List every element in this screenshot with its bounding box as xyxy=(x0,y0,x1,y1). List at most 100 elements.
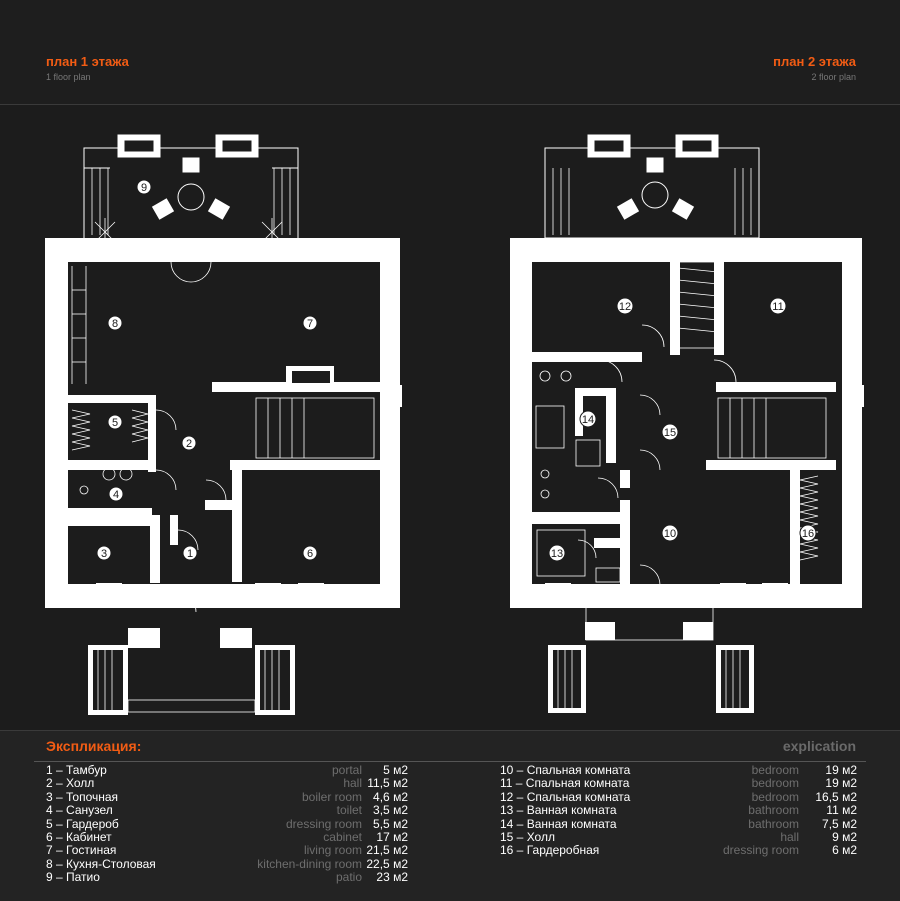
floor-1-walls xyxy=(45,238,400,715)
room-area: 7,5 м2 xyxy=(822,816,857,831)
room-name: 7 – Гостиная xyxy=(46,843,117,858)
room-name-en: portal xyxy=(331,763,362,777)
room-name-en: cabinet xyxy=(323,829,362,844)
room-name-en: kitchen-dining room xyxy=(257,856,362,871)
explication-row: 1 – Тамбур portal 5 м2 xyxy=(46,763,408,777)
room-name: 10 – Спальная комната xyxy=(500,763,631,777)
explication-row: 7 – Гостиная living room 21,5 м2 xyxy=(46,843,408,858)
floor-1-room-labels xyxy=(96,179,318,561)
room-area: 19 м2 xyxy=(825,763,857,777)
room-area: 11 м2 xyxy=(826,803,857,818)
room-name-en: bedroom xyxy=(751,776,799,791)
room-name-en: hall xyxy=(780,829,799,844)
room-name-en: bathroom xyxy=(748,803,799,818)
explication-row: 6 – Кабинет cabinet 17 м2 xyxy=(46,829,408,844)
explication-row: 2 – Холл hall 11,5 м2 xyxy=(46,776,408,791)
room-name: 13 – Ванная комната xyxy=(500,803,617,818)
room-label: 9 xyxy=(141,182,147,194)
room-name: 2 – Холл xyxy=(46,776,95,791)
header-band xyxy=(0,0,900,105)
room-name-en: hall xyxy=(343,776,362,791)
explication-row: 12 – Спальная комната bedroom 16,5 м2 xyxy=(500,789,857,804)
room-name-en: patio xyxy=(335,870,362,885)
room-label: 7 xyxy=(307,318,313,330)
room-label: 15 xyxy=(664,427,676,439)
room-label: 1 xyxy=(187,548,193,560)
room-label: 6 xyxy=(307,548,313,560)
room-name: 4 – Санузел xyxy=(46,803,113,818)
room-label: 11 xyxy=(772,301,783,313)
room-name-en: boiler room xyxy=(301,789,362,804)
room-name-en: dressing room xyxy=(722,843,799,858)
room-label: 5 xyxy=(112,417,118,429)
explication-row: 3 – Топочная boiler room 4,6 м2 xyxy=(46,789,408,804)
room-name: 6 – Кабинет xyxy=(46,829,112,844)
room-label: 4 xyxy=(113,489,119,501)
explication-title: Экспликация: xyxy=(46,738,142,754)
room-area: 21,5 м2 xyxy=(366,843,408,858)
room-label: 3 xyxy=(101,548,107,560)
room-name: 3 – Топочная xyxy=(46,789,119,804)
room-area: 17 м2 xyxy=(376,829,408,844)
explication-row: 5 – Гардероб dressing room 5,5 м2 xyxy=(46,816,408,831)
explication-title-en: explication xyxy=(782,738,856,754)
explication-row: 15 – Холл hall 9 м2 xyxy=(500,829,857,844)
room-name-en: bathroom xyxy=(748,816,799,831)
room-area: 11,5 м2 xyxy=(367,776,408,791)
room-area: 5 м2 xyxy=(383,763,408,777)
room-name-en: dressing room xyxy=(285,816,362,831)
room-area: 22,5 м2 xyxy=(366,856,408,871)
explication-row: 10 – Спальная комната bedroom 19 м2 xyxy=(500,763,857,777)
floor-plan-2 xyxy=(544,134,760,239)
explication-row: 4 – Санузел toilet 3,5 м2 xyxy=(46,803,408,818)
room-name-en: bedroom xyxy=(751,763,799,777)
floor-plans: 9 8 7 5 2 4 3 1 6 xyxy=(45,134,864,715)
plan1-subtitle: 1 floor plan xyxy=(46,72,91,82)
explication-row: 14 – Ванная комната bathroom 7,5 м2 xyxy=(500,816,857,831)
explication-row: 11 – Спальная комната bedroom 19 м2 xyxy=(500,776,857,791)
room-label: 14 xyxy=(582,414,594,426)
plan2-subtitle: 2 floor plan xyxy=(811,72,856,82)
floor-2-room-labels xyxy=(548,297,817,562)
room-name-en: living room xyxy=(303,843,362,858)
room-area: 16,5 м2 xyxy=(815,789,857,804)
room-area: 19 м2 xyxy=(825,776,857,791)
room-name: 9 – Патио xyxy=(46,870,100,885)
room-name: 11 – Спальная комната xyxy=(500,776,630,791)
room-name-en: bedroom xyxy=(751,789,799,804)
explication-band xyxy=(0,730,900,901)
divider xyxy=(34,761,866,762)
plan2-title: план 2 этажа xyxy=(773,54,856,69)
explication-row: 8 – Кухня-Столовая kitchen-dining room 22,… xyxy=(46,856,408,871)
room-name: 5 – Гардероб xyxy=(46,816,119,831)
room-label: 16 xyxy=(802,528,814,540)
floor-plan-1 xyxy=(83,134,299,249)
floor-2-walls xyxy=(510,238,862,713)
room-name: 16 – Гардеробная xyxy=(500,843,600,858)
room-name: 12 – Спальная комната xyxy=(500,789,631,804)
room-name: 15 – Холл xyxy=(500,829,555,844)
room-label: 13 xyxy=(551,548,563,560)
plan1-room-numbers: 9 8 7 5 2 4 3 1 6 xyxy=(101,182,313,560)
room-area: 4,6 м2 xyxy=(373,789,408,804)
room-area: 6 м2 xyxy=(832,843,857,858)
room-label: 12 xyxy=(619,301,631,313)
room-area: 23 м2 xyxy=(376,870,408,885)
plan2-room-numbers: 12 11 14 15 10 13 16 xyxy=(551,301,814,560)
room-area: 9 м2 xyxy=(832,829,857,844)
room-name: 14 – Ванная комната xyxy=(500,816,617,831)
room-area: 5,5 м2 xyxy=(373,816,408,831)
explication-row: 16 – Гардеробная dressing room 6 м2 xyxy=(500,843,857,858)
room-label: 2 xyxy=(186,438,192,450)
plan1-title: план 1 этажа xyxy=(46,54,129,69)
room-name-en: toilet xyxy=(336,803,362,818)
room-name: 8 – Кухня-Столовая xyxy=(46,856,156,871)
explication-row: 9 – Патио patio 23 м2 xyxy=(46,870,408,885)
room-label: 10 xyxy=(664,528,676,540)
room-label: 8 xyxy=(112,318,118,330)
room-area: 3,5 м2 xyxy=(373,803,408,818)
explication-row: 13 – Ванная комната bathroom 11 м2 xyxy=(500,803,857,818)
room-name: 1 – Тамбур xyxy=(46,763,107,777)
